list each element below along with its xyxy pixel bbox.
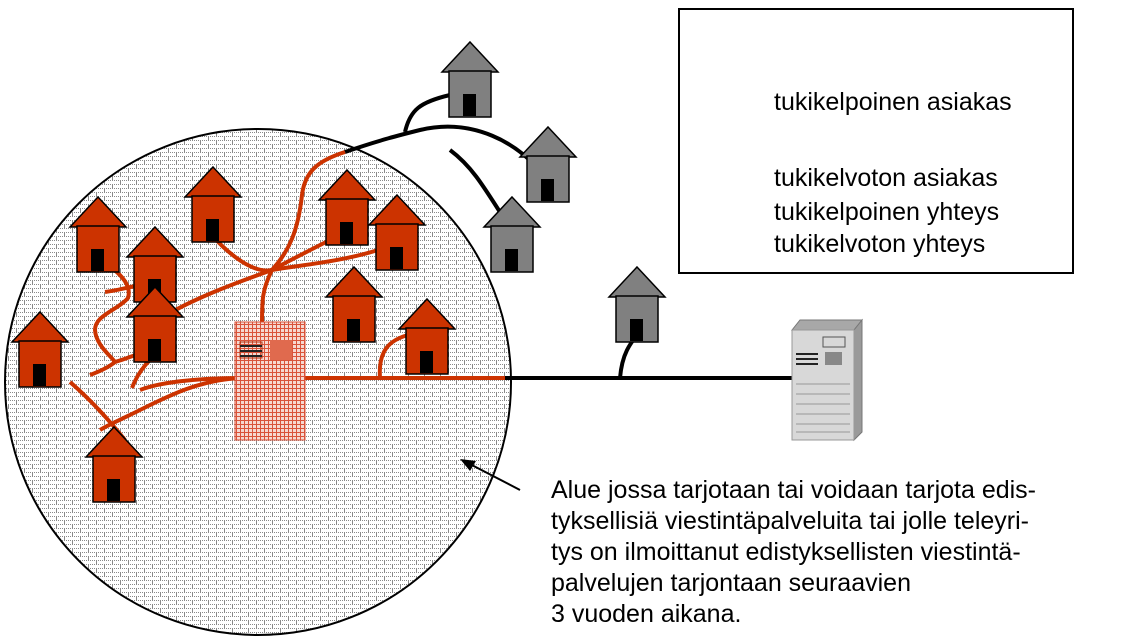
eligible-house-icon	[519, 126, 577, 203]
caption-line: 3 vuoden aikana.	[551, 600, 742, 628]
server	[790, 318, 864, 442]
area-caption: Alue jossa tarjotaan tai voidaan tarjota…	[551, 475, 1111, 630]
caption-pointer-arrow	[460, 459, 521, 491]
eligible-house-icon	[441, 41, 499, 118]
caption-line: tys on ilmoittanut edistyksellisten vies…	[551, 538, 1021, 566]
caption-line: palvelujen tarjontaan seuraavien	[551, 569, 911, 597]
legend-eligible-connection-label: tukikelpoinen yhteys	[774, 198, 1000, 226]
caption-line: tyksellisiä viestintäpalveluita tai joll…	[551, 507, 1029, 535]
eligible-house-icon	[608, 266, 666, 343]
legend	[678, 8, 1074, 274]
exchange-node	[234, 321, 306, 441]
caption-line: Alue jossa tarjotaan tai voidaan tarjota…	[551, 476, 1037, 504]
eligible-house-icon	[483, 196, 541, 273]
legend-ineligible-connection-label: tukikelvoton yhteys	[774, 230, 986, 258]
legend-ineligible-customer-label: tukikelvoton asiakas	[774, 164, 998, 192]
legend-eligible-customer-label: tukikelpoinen asiakas	[774, 88, 1012, 116]
